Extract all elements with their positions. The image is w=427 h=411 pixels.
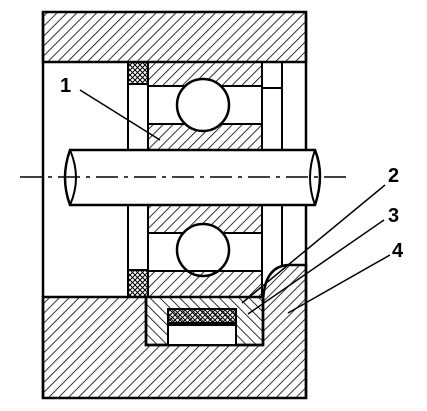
label-part-1: 1 <box>60 75 71 97</box>
leader-2 <box>241 184 386 304</box>
leader-3 <box>247 219 385 315</box>
lower-seal <box>127 269 149 298</box>
label-part-2: 2 <box>388 165 399 187</box>
label-part-4: 4 <box>392 240 404 262</box>
upper-ball <box>175 77 231 133</box>
shaft-end-left <box>69 149 77 206</box>
cover-cavity <box>167 324 237 346</box>
seal-strip <box>167 308 237 324</box>
leader-1 <box>79 89 161 141</box>
lower-outer-ring <box>147 270 263 298</box>
label-part-3: 3 <box>388 205 399 227</box>
shaft-end-right <box>309 149 316 206</box>
upper-seal <box>127 61 149 85</box>
lower-ball <box>175 222 231 278</box>
leader-4 <box>287 254 391 314</box>
housing-top <box>41 10 308 64</box>
